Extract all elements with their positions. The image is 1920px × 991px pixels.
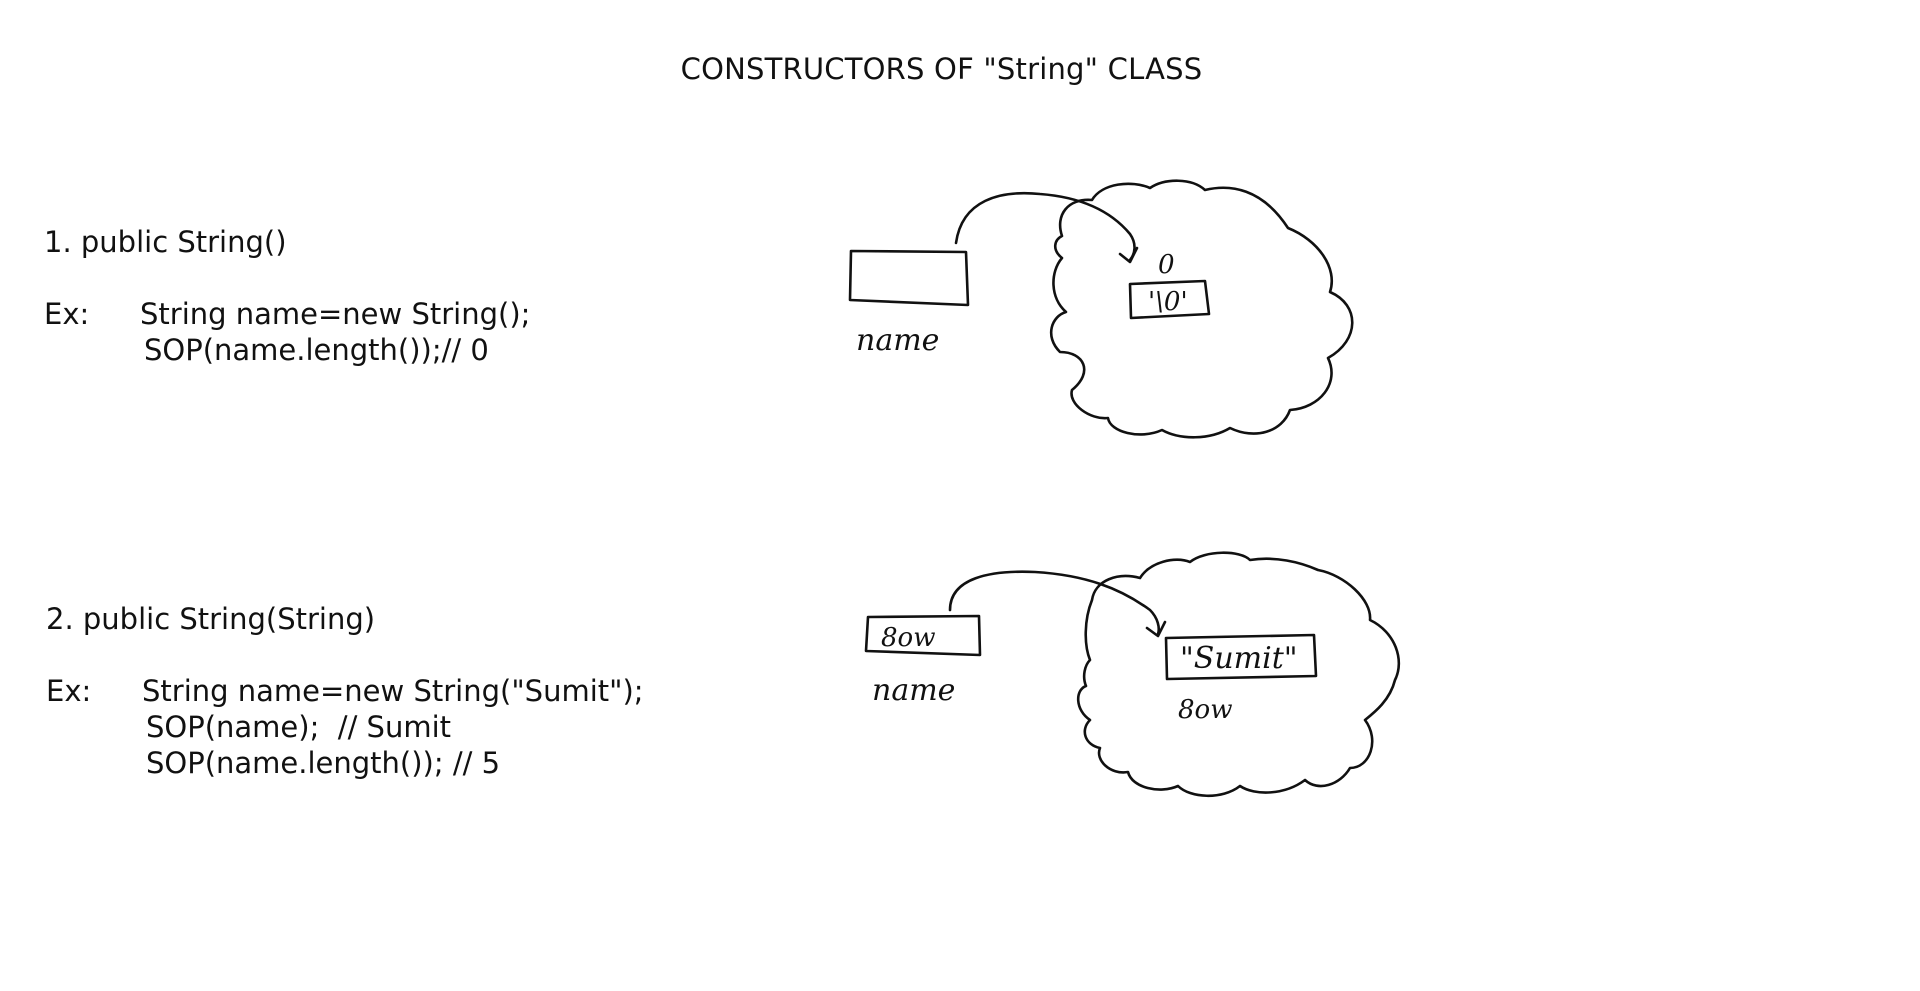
- heap-value: '\0': [1148, 287, 1188, 317]
- heap-cloud: [1076, 551, 1401, 798]
- variable-label: name: [872, 673, 955, 708]
- code-line: String name=new String("Sumit");: [142, 674, 644, 708]
- heap-cloud: [1049, 179, 1354, 439]
- diagram-1: name '\0' 0: [848, 179, 1354, 439]
- heap-value: "Sumit": [1180, 641, 1298, 676]
- example-block: Ex: String name=new String(); SOP(name.l…: [44, 296, 530, 368]
- constructor-section-default: 1. public String() Ex: String name=new S…: [44, 224, 530, 368]
- constructor-section-string-arg: 2. public String(String) Ex: String name…: [46, 601, 644, 781]
- code-line: SOP(name.length());// 0: [144, 333, 489, 367]
- code-line: SOP(name); // Sumit: [146, 710, 452, 744]
- example-label: Ex:: [44, 297, 90, 331]
- variable-label: name: [856, 323, 939, 358]
- reference-arrow: [948, 570, 1161, 636]
- code-lines: String name=new String(); SOP(name.lengt…: [140, 296, 530, 368]
- example-block: Ex: String name=new String("Sumit"); SOP…: [46, 673, 644, 781]
- reference-arrow: [954, 191, 1136, 262]
- reference-box: [848, 249, 970, 307]
- arrow-head: [1145, 620, 1167, 638]
- heap-value-box: [1128, 279, 1211, 320]
- constructor-signature: 2. public String(String): [46, 602, 376, 636]
- reference-box: [864, 614, 982, 657]
- code-line: String name=new String();: [140, 297, 531, 331]
- diagram-2: 8ow name "Sumit" 8ow: [864, 551, 1401, 798]
- length-annotation: 0: [1158, 250, 1175, 280]
- code-lines: String name=new String("Sumit"); SOP(nam…: [142, 673, 644, 781]
- example-label: Ex:: [46, 674, 92, 708]
- arrow-head: [1118, 246, 1139, 264]
- heap-value-box: [1164, 633, 1318, 681]
- code-line: SOP(name.length()); // 5: [146, 746, 501, 780]
- heap-address: 8ow: [1178, 695, 1232, 725]
- constructor-signature: 1. public String(): [44, 225, 287, 259]
- page-title: CONSTRUCTORS OF "String" CLASS: [680, 52, 1203, 86]
- reference-value: 8ow: [881, 623, 935, 653]
